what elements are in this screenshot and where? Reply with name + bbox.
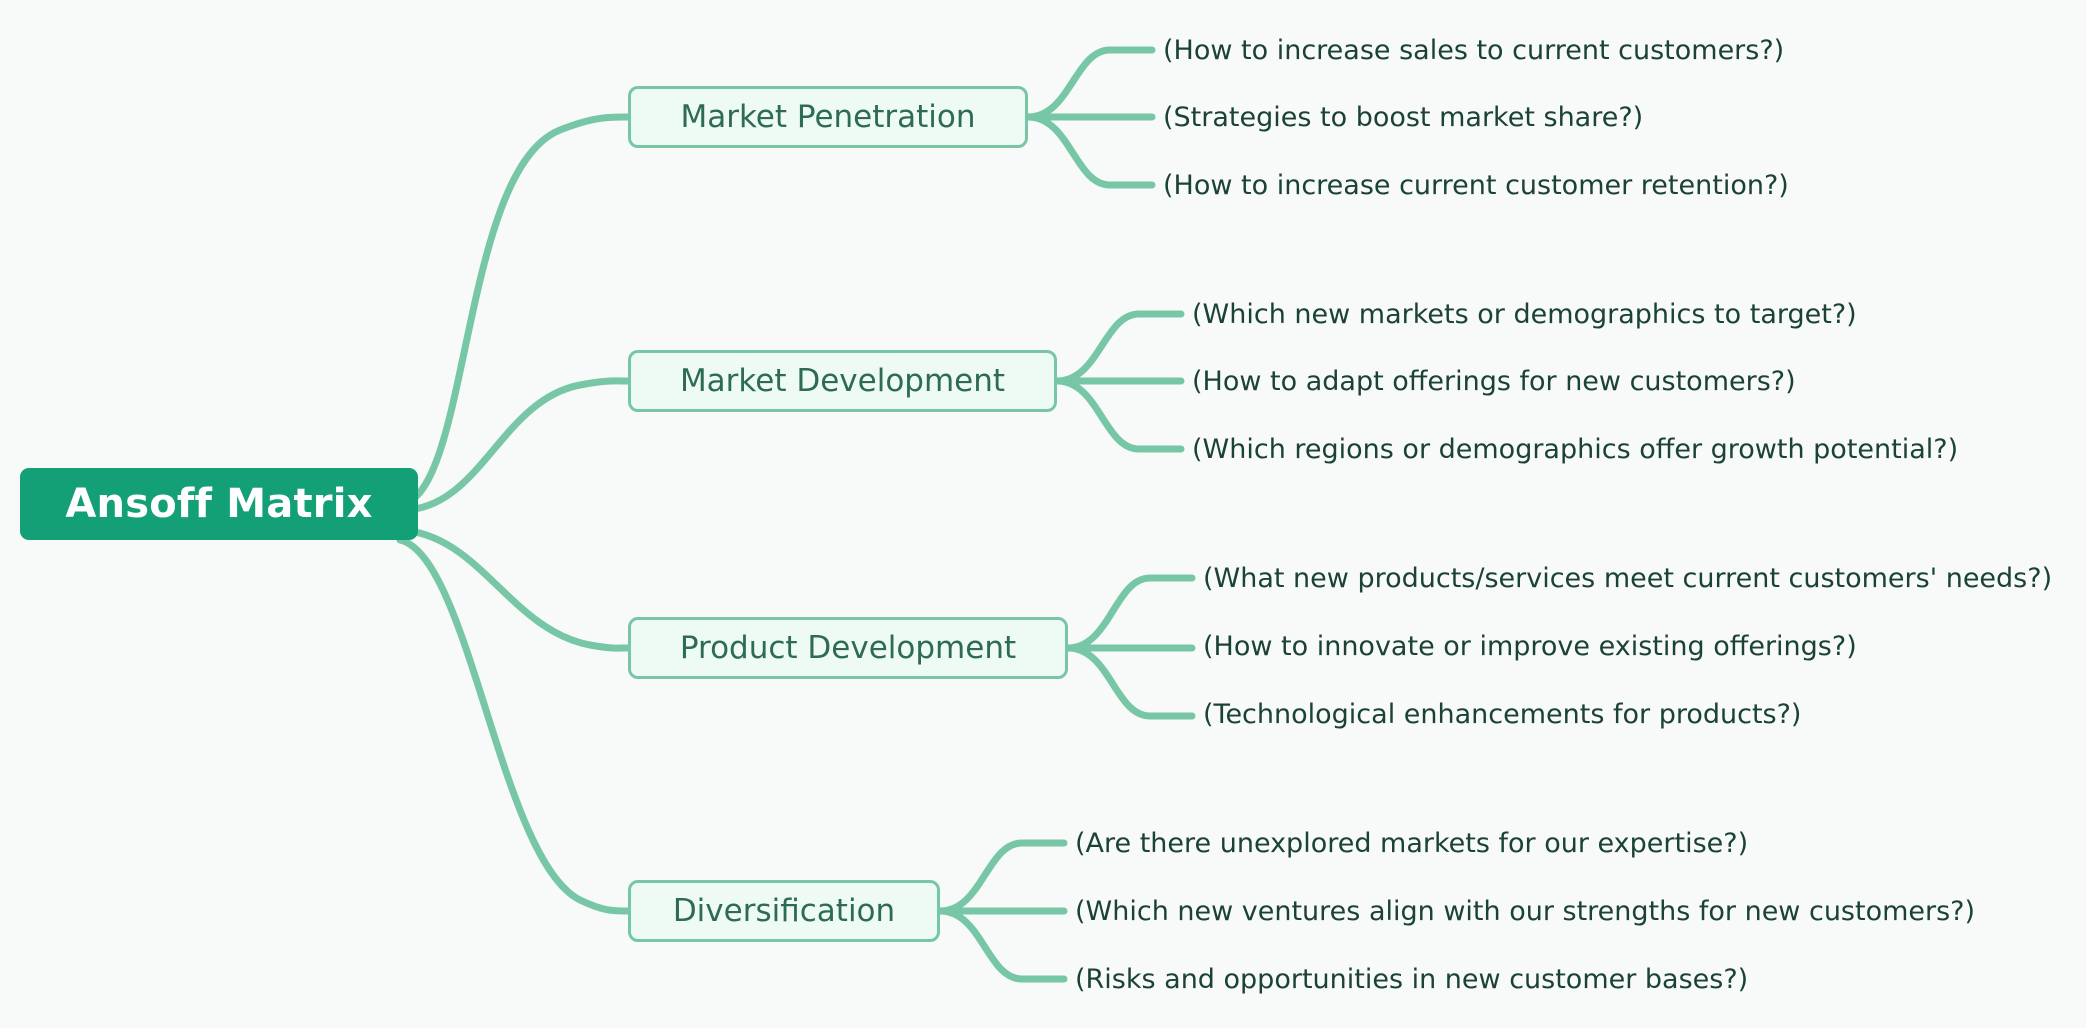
branch-node-label: Product Development bbox=[679, 630, 1017, 666]
branch-node-market-development[interactable]: Market Development bbox=[628, 350, 1057, 412]
leaf-node-diversification-1[interactable]: (Are there unexplored markets for our ex… bbox=[1075, 828, 1749, 859]
leaf-node-product-development-1[interactable]: (What new products/services meet current… bbox=[1203, 563, 2053, 594]
branch-node-product-development[interactable]: Product Development bbox=[628, 617, 1068, 679]
leaf-node-market-penetration-2[interactable]: (Strategies to boost market share?) bbox=[1163, 102, 1644, 133]
leaf-node-market-development-2[interactable]: (How to adapt offerings for new customer… bbox=[1192, 366, 1796, 397]
leaf-node-diversification-3[interactable]: (Risks and opportunities in new customer… bbox=[1075, 964, 1749, 995]
leaf-node-product-development-3[interactable]: (Technological enhancements for products… bbox=[1203, 699, 1802, 730]
leaf-node-market-penetration-1[interactable]: (How to increase sales to current custom… bbox=[1163, 35, 1785, 66]
root-node-ansoff-matrix[interactable]: Ansoff Matrix bbox=[20, 468, 418, 540]
branch-node-label: Market Penetration bbox=[680, 99, 976, 135]
branch-node-market-penetration[interactable]: Market Penetration bbox=[628, 86, 1028, 148]
branch-node-label: Diversification bbox=[672, 893, 896, 929]
leaf-node-market-penetration-3[interactable]: (How to increase current customer retent… bbox=[1163, 170, 1789, 201]
leaf-node-market-development-3[interactable]: (Which regions or demographics offer gro… bbox=[1192, 434, 1959, 465]
leaf-node-product-development-2[interactable]: (How to innovate or improve existing off… bbox=[1203, 631, 1857, 662]
branch-node-diversification[interactable]: Diversification bbox=[628, 880, 940, 942]
leaf-node-market-development-1[interactable]: (Which new markets or demographics to ta… bbox=[1192, 299, 1857, 330]
branch-node-label: Market Development bbox=[679, 363, 1006, 399]
root-node-label: Ansoff Matrix bbox=[65, 481, 373, 527]
leaf-node-diversification-2[interactable]: (Which new ventures align with our stren… bbox=[1075, 896, 1976, 927]
